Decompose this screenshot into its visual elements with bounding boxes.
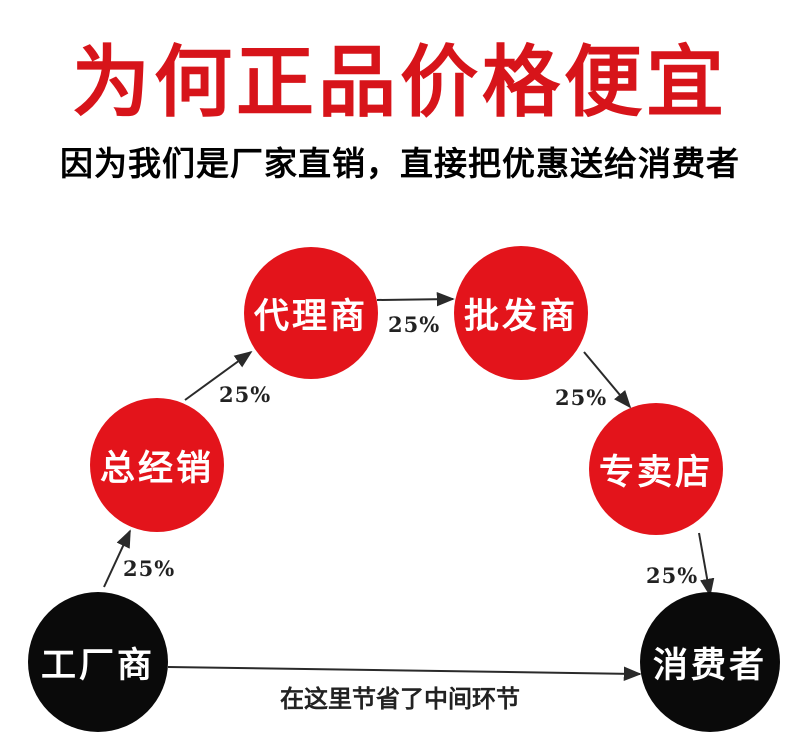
- node-factory-label: 工厂商: [40, 644, 155, 686]
- arrow-general-to-agent: [184, 350, 253, 401]
- markup-store-to-consumer: 25%: [646, 563, 699, 588]
- arrow-agent-to-wholesaler: [376, 292, 455, 307]
- node-general-distributor-label: 总经销: [99, 447, 214, 489]
- page-title: 为何正品价格便宜: [71, 38, 728, 128]
- node-wholesaler: 批发商: [454, 246, 588, 380]
- markup-wholesaler-to-store: 25%: [555, 385, 608, 410]
- node-specialty-store: 专卖店: [589, 403, 723, 535]
- direct-path-caption: 在这里节省了中间环节: [280, 684, 520, 713]
- flow-arrows: [103, 292, 715, 681]
- page-subtitle: 因为我们是厂家直销，直接把优惠送给消费者: [60, 144, 740, 183]
- node-consumer-label: 消费者: [652, 644, 767, 686]
- markup-general-to-agent: 25%: [219, 382, 272, 407]
- arrow-factory-to-consumer: [167, 666, 642, 681]
- node-factory: 工厂商: [28, 592, 168, 732]
- node-agent-label: 代理商: [253, 295, 368, 337]
- node-specialty-store-label: 专卖店: [598, 451, 713, 493]
- node-consumer: 消费者: [640, 592, 780, 732]
- node-general-distributor: 总经销: [90, 398, 224, 532]
- node-agent: 代理商: [244, 247, 378, 379]
- markup-agent-to-wholesaler: 25%: [388, 312, 441, 337]
- arrow-factory-to-general: [103, 529, 131, 588]
- arrow-wholesaler-to-store: [583, 351, 632, 409]
- node-wholesaler-label: 批发商: [463, 295, 578, 337]
- markup-factory-to-general: 25%: [123, 556, 176, 581]
- arrow-store-to-consumer: [698, 532, 715, 597]
